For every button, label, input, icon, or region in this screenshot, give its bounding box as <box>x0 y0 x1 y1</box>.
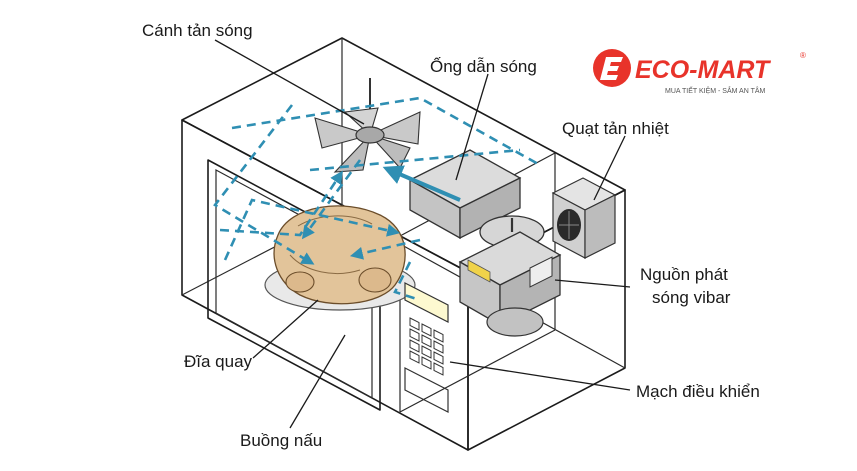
leader-fan <box>214 39 365 125</box>
control-keypad <box>409 317 444 376</box>
keypad-button <box>433 340 444 354</box>
keypad-button <box>433 329 444 343</box>
keypad-button <box>409 317 420 331</box>
label-fan: Cánh tản sóng <box>142 21 253 40</box>
microwave-paths <box>213 96 541 302</box>
leader-cooling-fan <box>593 135 626 201</box>
control-panel <box>404 282 449 413</box>
leader-lines <box>214 39 631 429</box>
leader-turntable <box>252 299 319 359</box>
label-magnetron-line2: sóng vibar <box>652 288 731 307</box>
eco-mart-logo: ECO-MART ® MUA TIẾT KIỆM - SẮM AN TÂM <box>593 49 806 95</box>
logo-brand: ECO-MART <box>635 56 772 84</box>
control-display <box>404 282 449 323</box>
keypad-button <box>433 351 444 365</box>
logo-e-glyph <box>600 57 623 80</box>
keypad-button <box>409 328 420 342</box>
keypad-button <box>433 362 444 376</box>
magnetron-unit <box>458 215 562 337</box>
cooling-fan-unit <box>551 177 617 259</box>
keypad-button <box>409 339 420 353</box>
label-turntable: Đĩa quay <box>184 352 253 371</box>
keypad-button <box>421 345 432 359</box>
waveguide-duct <box>408 149 522 240</box>
leader-control <box>449 361 631 391</box>
label-waveguide: Ống dẫn sóng <box>430 56 537 76</box>
partition-bottom <box>399 329 556 413</box>
leader-waveguide <box>455 73 489 181</box>
keypad-button <box>421 323 432 337</box>
keypad-button <box>409 350 420 364</box>
label-cooling-fan: Quạt tản nhiệt <box>562 119 669 138</box>
label-control-circuit: Mạch điều khiển <box>636 382 760 401</box>
logo-registered: ® <box>800 51 806 60</box>
logo-tagline: MUA TIẾT KIỆM - SẮM AN TÂM <box>665 85 766 95</box>
stirrer-fan-blades <box>314 78 421 173</box>
keypad-button <box>421 334 432 348</box>
label-cooking-chamber: Buồng nấu <box>240 431 322 450</box>
keypad-button <box>421 356 432 370</box>
label-magnetron-line1: Nguồn phát <box>640 265 728 284</box>
control-start-strip <box>404 367 449 413</box>
leader-chamber <box>289 334 346 429</box>
leader-magnetron <box>554 279 631 288</box>
